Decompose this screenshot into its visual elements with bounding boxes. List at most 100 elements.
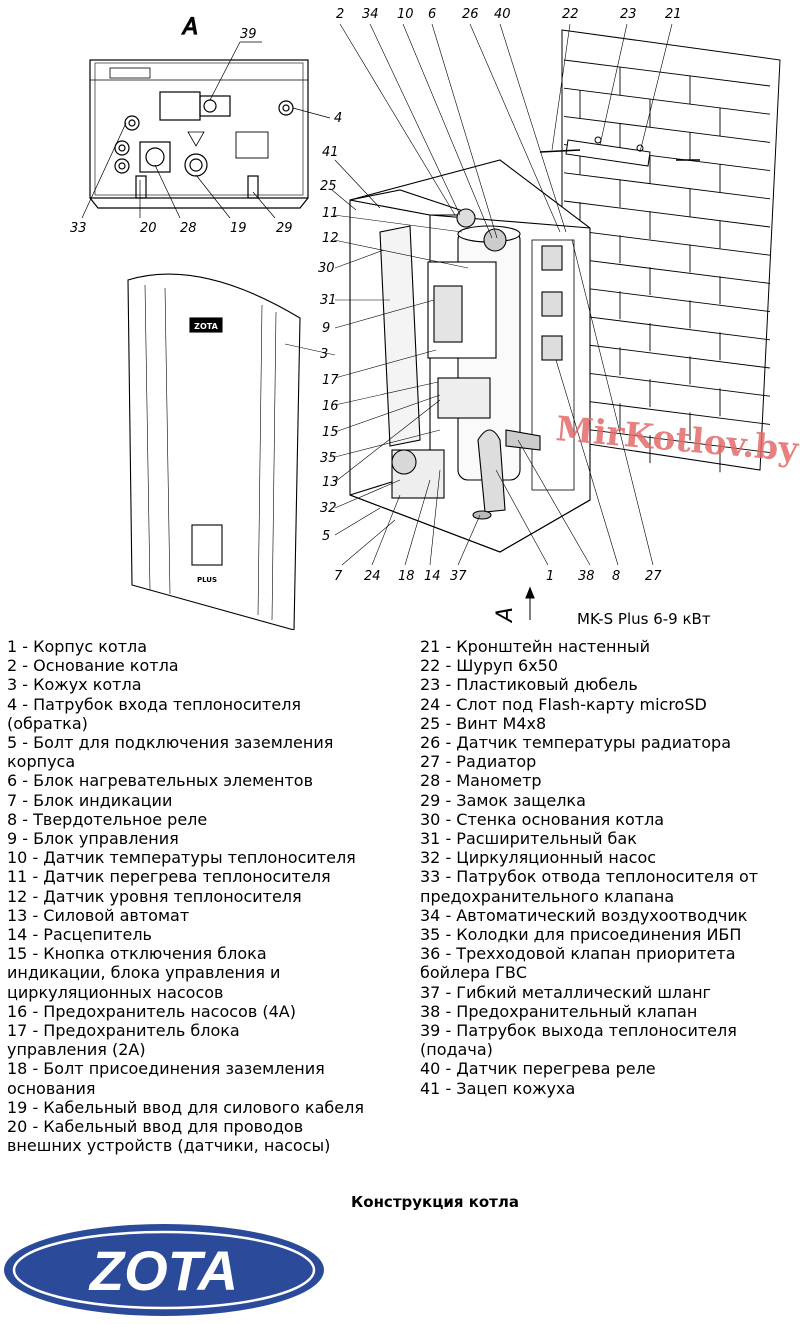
callout-number: 33 bbox=[70, 221, 87, 236]
callout-number: 26 bbox=[462, 7, 479, 22]
callout-number: 22 bbox=[562, 7, 579, 22]
legend-item: 39 - Патрубок выхода теплоносителя bbox=[420, 1021, 737, 1041]
callout-number: 35 bbox=[320, 451, 337, 466]
callout-number: 6 bbox=[428, 7, 436, 22]
boiler-body bbox=[349, 159, 591, 620]
callout-number: 9 bbox=[322, 321, 330, 336]
legend-item: 11 - Датчик перегрева теплоносителя bbox=[7, 867, 331, 887]
legend-item: корпуса bbox=[7, 752, 76, 772]
callout-number: 2 bbox=[336, 7, 344, 22]
legend-item: 18 - Болт присоединения заземления bbox=[7, 1059, 325, 1079]
legend-item: 36 - Трехходовой клапан приоритета bbox=[420, 944, 736, 964]
callout-number: 32 bbox=[320, 501, 337, 516]
legend-item: основания bbox=[7, 1078, 96, 1098]
callout-number: 28 bbox=[180, 221, 197, 236]
view-a-label: A bbox=[181, 15, 198, 40]
legend-item: 17 - Предохранитель блока bbox=[7, 1021, 240, 1041]
logo-ring bbox=[12, 1230, 316, 1310]
boiler-exploded-diagram: A bbox=[70, 7, 800, 630]
callout-number: 24 bbox=[364, 569, 381, 584]
zota-logo: ZOTA bbox=[4, 1224, 324, 1316]
legend-item: 27 - Радиатор bbox=[420, 752, 537, 772]
callout-number: 7 bbox=[334, 569, 343, 584]
callout-number: 18 bbox=[398, 569, 415, 584]
callout-number: 3 bbox=[320, 347, 328, 362]
view-a-inset: A bbox=[81, 14, 331, 219]
callout-number: 29 bbox=[276, 221, 293, 236]
legend-item: (подача) bbox=[420, 1040, 493, 1060]
legend-item: 12 - Датчик уровня теплоносителя bbox=[7, 886, 302, 906]
callout-number: 23 bbox=[620, 7, 637, 22]
legend-item: 34 - Автоматический воздухоотводчик bbox=[420, 905, 748, 925]
legend-item: 20 - Кабельный ввод для проводов bbox=[7, 1117, 304, 1137]
callout-number: 5 bbox=[322, 529, 330, 544]
legend-item: 21 - Кронштейн настенный bbox=[420, 637, 650, 656]
legend-item: 15 - Кнопка отключения блока bbox=[7, 944, 267, 964]
callout-number: 14 bbox=[424, 569, 441, 584]
logo-text: ZOTA bbox=[88, 1239, 238, 1302]
callout-number: 12 bbox=[322, 231, 339, 246]
legend-item: 8 - Твердотельное реле bbox=[7, 809, 208, 829]
legend-item: 24 - Слот под Flash-карту microSD bbox=[420, 694, 707, 714]
legend-item: управления (2А) bbox=[7, 1040, 146, 1060]
legend-item: 3 - Кожух котла bbox=[7, 675, 142, 695]
legend-item: 6 - Блок нагревательных элементов bbox=[7, 771, 314, 791]
legend-item: 38 - Предохранительный клапан bbox=[420, 1001, 698, 1021]
legend-item: 4 - Патрубок входа теплоносителя bbox=[7, 694, 302, 714]
legend-item: 10 - Датчик температуры теплоносителя bbox=[7, 848, 356, 868]
callout-number: 37 bbox=[450, 569, 467, 584]
callout-number: 16 bbox=[322, 399, 339, 414]
callout-number: 17 bbox=[322, 373, 339, 388]
legend-item: 1 - Корпус котла bbox=[7, 637, 148, 656]
legend-item: 19 - Кабельный ввод для силового кабеля bbox=[7, 1097, 364, 1117]
model-title: MK-S Plus 6-9 кВт bbox=[577, 610, 711, 628]
legend-item: 9 - Блок управления bbox=[7, 829, 179, 849]
callout-number: 31 bbox=[320, 293, 337, 308]
legend-item: 29 - Замок защелка bbox=[420, 790, 586, 810]
callout-number: 19 bbox=[230, 221, 247, 236]
callout-number: 40 bbox=[494, 7, 511, 22]
callout-number: 13 bbox=[322, 475, 339, 490]
legend-item: циркуляционных насосов bbox=[7, 982, 224, 1002]
legend-item: 26 - Датчик температуры радиатора bbox=[420, 733, 731, 753]
legend-item: (обратка) bbox=[7, 713, 88, 733]
legend-item: бойлера ГВС bbox=[420, 963, 528, 983]
callout-number: 8 bbox=[612, 569, 620, 584]
legend-item: 37 - Гибкий металлический шланг bbox=[420, 982, 711, 1002]
legend-item: 33 - Патрубок отвода теплоносителя от bbox=[420, 867, 759, 887]
callout-number: 15 bbox=[322, 425, 339, 440]
callout-number: 25 bbox=[320, 179, 337, 194]
legend-item: 7 - Блок индикации bbox=[7, 790, 173, 810]
legend-item: 13 - Силовой автомат bbox=[7, 905, 190, 925]
callout-leaders bbox=[284, 23, 673, 566]
caption: Конструкция котла bbox=[351, 1193, 519, 1211]
callout-number: 1 bbox=[546, 569, 554, 584]
legend-item: 30 - Стенка основания котла bbox=[420, 809, 665, 829]
legend-item: 25 - Винт М4х8 bbox=[420, 713, 547, 733]
legend-item: предохранительного клапана bbox=[420, 886, 675, 906]
callout-number: 27 bbox=[645, 569, 662, 584]
view-arrow-label: A bbox=[493, 607, 518, 624]
brick-wall bbox=[539, 29, 781, 473]
callout-number: 10 bbox=[397, 7, 414, 22]
legend-item: 28 - Манометр bbox=[420, 771, 542, 791]
legend-item: 35 - Колодки для присоединения ИБП bbox=[420, 925, 742, 945]
front-cover: ZOTA PLUS bbox=[127, 273, 301, 630]
callout-number: 4 bbox=[334, 111, 342, 126]
callout-number: 34 bbox=[362, 7, 379, 22]
legend-item: 2 - Основание котла bbox=[7, 656, 179, 676]
legend-item: 16 - Предохранитель насосов (4А) bbox=[7, 1001, 296, 1021]
legend-item: индикации, блока управления и bbox=[7, 963, 281, 983]
callout-number: 11 bbox=[322, 206, 339, 221]
callout-number: 30 bbox=[318, 261, 335, 276]
legend-item: 40 - Датчик перегрева реле bbox=[420, 1059, 656, 1079]
legend-item: внешних устройств (датчики, насосы) bbox=[7, 1136, 331, 1156]
callout-number: 21 bbox=[665, 7, 682, 22]
callout-number: 38 bbox=[578, 569, 595, 584]
callout-number: 20 bbox=[140, 221, 157, 236]
legend-item: 23 - Пластиковый дюбель bbox=[420, 675, 638, 695]
legend-item: 22 - Шуруп 6х50 bbox=[420, 656, 559, 676]
